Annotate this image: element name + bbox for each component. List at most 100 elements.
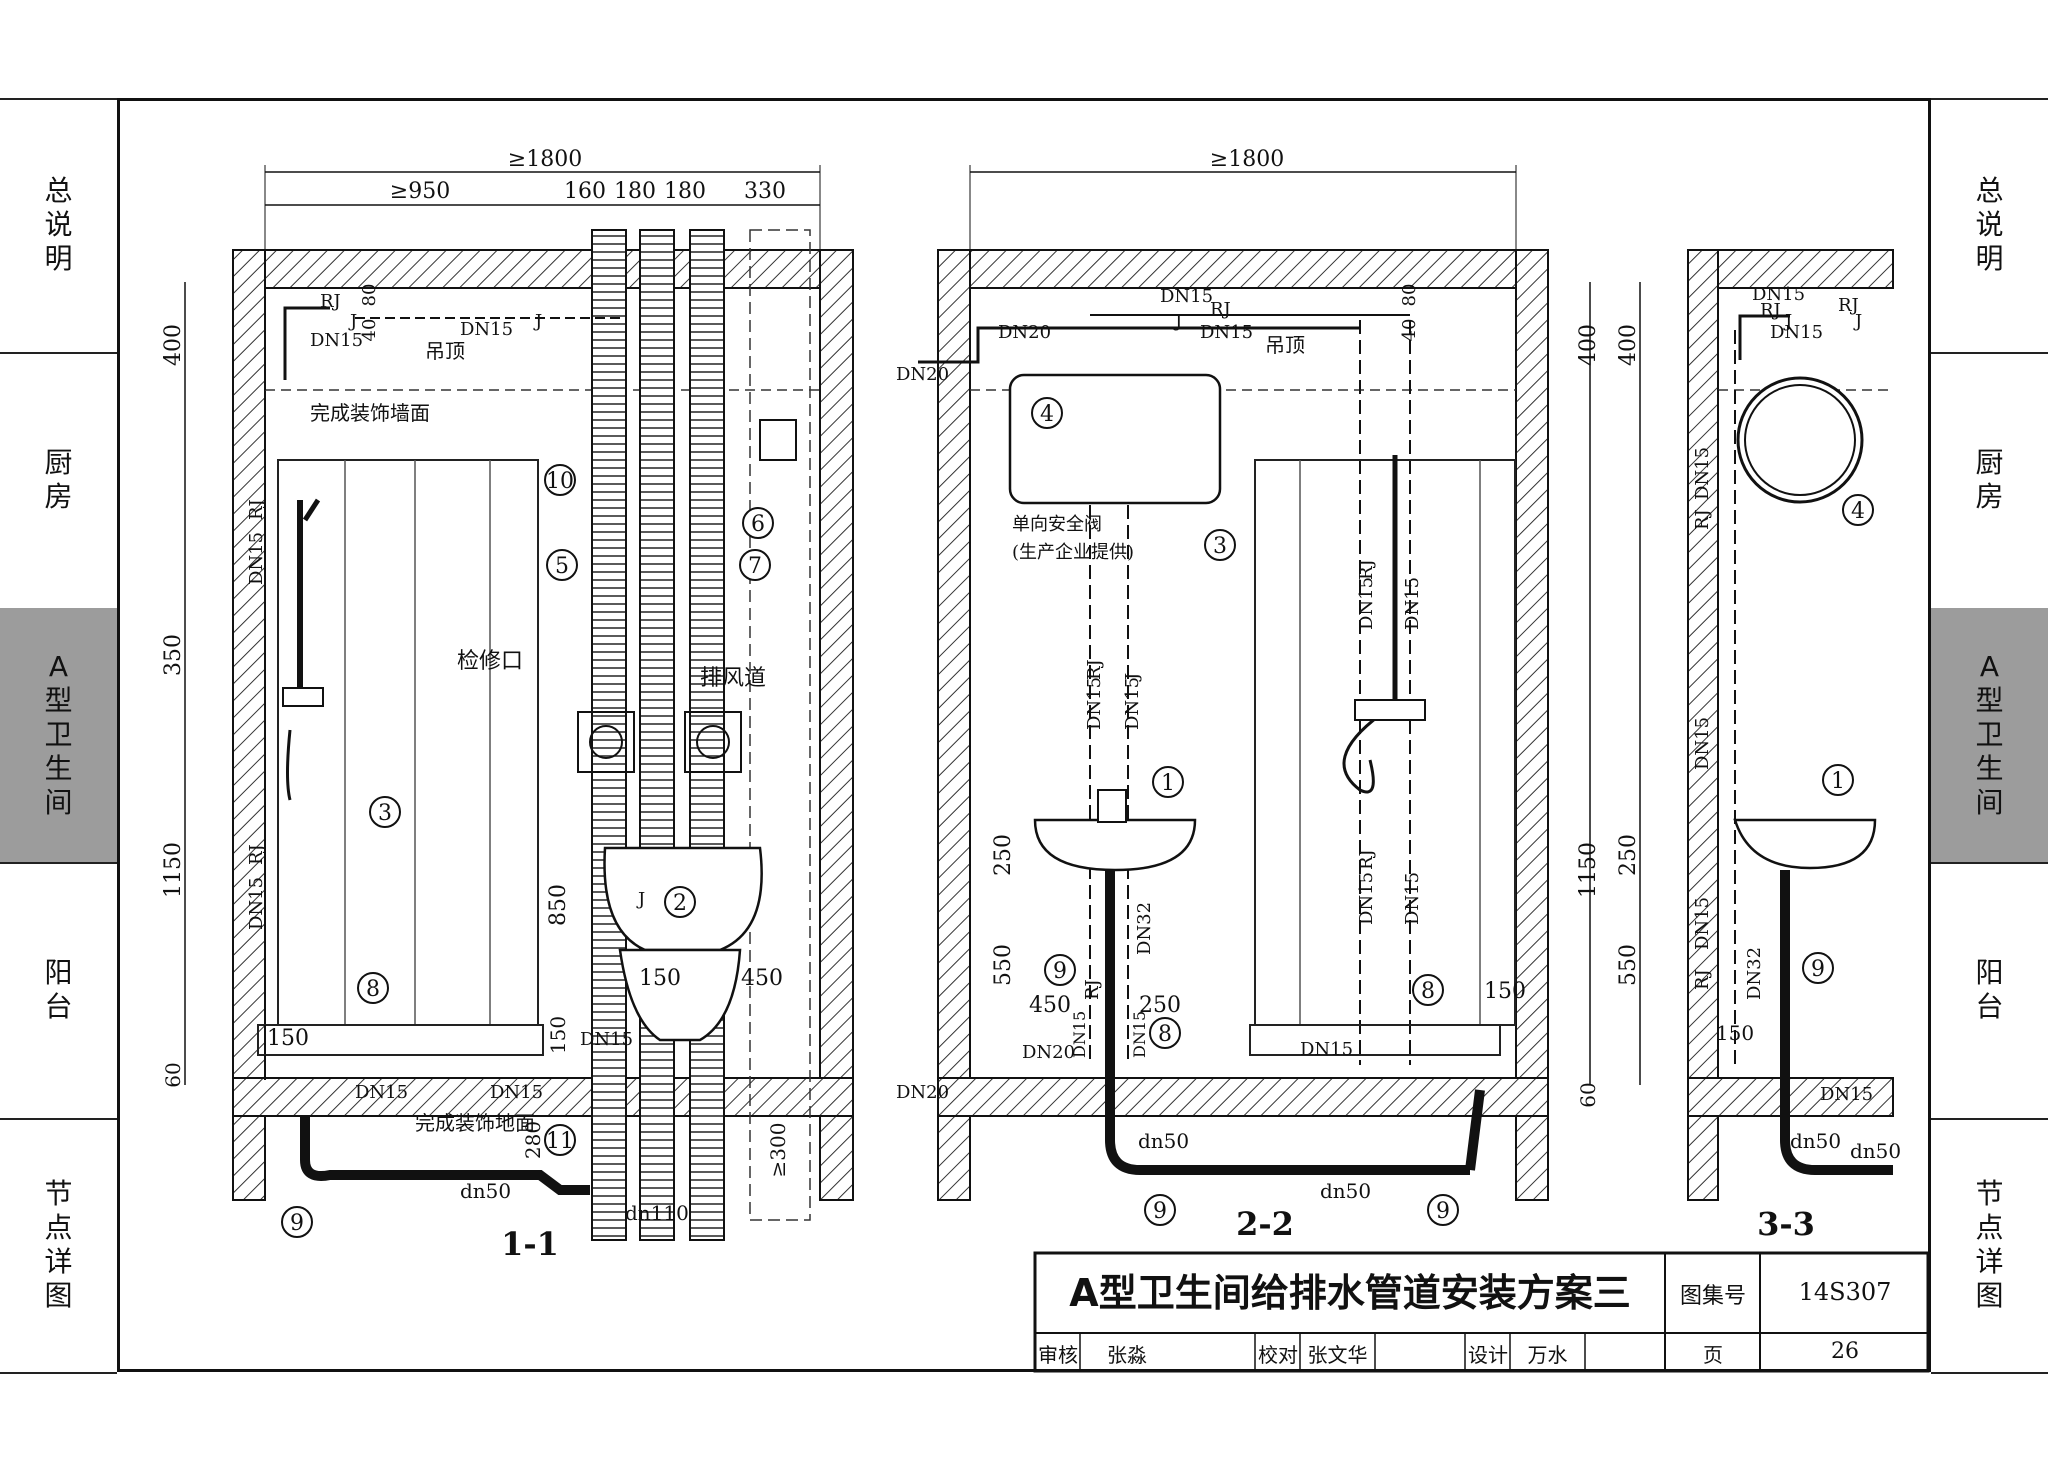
floor-slab-3: [1687, 1077, 1894, 1117]
dimension-label: 80: [359, 284, 380, 307]
tab-char: 节: [1975, 1177, 2004, 1210]
dimension-label: 450: [1029, 993, 1071, 1018]
ceiling-label: 吊顶: [1265, 333, 1305, 357]
pipe-label: DN15: [580, 1029, 633, 1050]
pipe-label: RJ: [1082, 979, 1103, 1000]
ceiling-slab-2: [937, 249, 1549, 289]
tab-char: 卫: [44, 718, 73, 751]
wall-finish-label: 完成装饰墙面: [310, 401, 430, 425]
pipe-label: dn50: [1790, 1129, 1841, 1153]
callout-circle: [369, 796, 401, 828]
dimension-label: 40: [1399, 319, 1420, 342]
dimension-label: 400: [1616, 324, 1641, 366]
floor-finish-label: 完成装饰地面: [415, 1111, 535, 1135]
valve-note-label: (生产企业提供): [1012, 542, 1134, 563]
callout-circle: [1802, 952, 1834, 984]
section-2-2: [918, 165, 1591, 1201]
callout-number: 3: [1213, 534, 1227, 559]
right-tab-1[interactable]: 总说明: [1931, 98, 2048, 352]
pipe-label: DN15: [1160, 286, 1213, 307]
pipe-label: DN15: [1130, 1011, 1149, 1058]
right-tab-2[interactable]: 厨房: [1931, 352, 2048, 608]
pipe-label: DN15: [1692, 447, 1713, 500]
pipe-label: DN20: [1022, 1042, 1075, 1063]
left-wall-3: [1687, 249, 1719, 1201]
callout-circle: [1412, 974, 1444, 1006]
tab-char: 房: [1975, 480, 2004, 513]
pipe-label: DN15: [1692, 717, 1713, 770]
left-tab-4[interactable]: 阳台: [0, 862, 117, 1118]
tab-char: 间: [44, 786, 73, 819]
atlas-number: 14S307: [1798, 1278, 1892, 1306]
dimension-label: 60: [1576, 1082, 1600, 1107]
pipe-label: DN15: [1356, 577, 1377, 630]
pipe-label: DN15: [490, 1082, 543, 1103]
dimension-label: 160: [564, 179, 606, 204]
callout-number: 5: [555, 554, 569, 579]
tab-char: 详: [1975, 1245, 2004, 1278]
pipe-label: DN15: [1692, 897, 1713, 950]
callout-number: 1: [1161, 771, 1175, 796]
shower-enclosure-1: [277, 459, 539, 1026]
design-label: 设计: [1468, 1343, 1508, 1367]
pipe-label: RJ: [1210, 299, 1231, 320]
pipe-label: DN15: [1300, 1039, 1353, 1060]
callout-number: 4: [1851, 499, 1865, 524]
pipe-label: DN15: [1200, 322, 1253, 343]
tab-char: 台: [44, 990, 73, 1023]
pipe-label: RJ: [246, 844, 267, 865]
pipe-label: RJ: [1692, 969, 1713, 990]
dimension-label: 550: [1616, 944, 1641, 986]
callout-circle: [1822, 764, 1854, 796]
dimension-label: 850: [546, 884, 571, 926]
pipe-label: DN32: [1744, 947, 1765, 1000]
section-title: 2-2: [1236, 1205, 1294, 1243]
tab-char: 生: [44, 752, 73, 785]
pipe-label: RJ: [1760, 300, 1781, 321]
pipe-label: DN20: [896, 364, 949, 385]
left-tab-1[interactable]: 总说明: [0, 98, 117, 352]
pipe-label: J: [1122, 673, 1143, 682]
tab-char: A: [1979, 650, 2000, 683]
pipe-label: dn110: [625, 1201, 689, 1225]
dimension-label: 250: [991, 834, 1016, 876]
dimension-label: 180: [614, 179, 656, 204]
pipe-label: RJ: [1838, 295, 1859, 316]
wash-basin-2: [1033, 818, 1197, 872]
dimension-label: 330: [744, 179, 786, 204]
dimension-label: ≥1800: [508, 147, 582, 172]
dimension-label: 250: [1139, 993, 1181, 1018]
callout-circle: [1044, 954, 1076, 986]
left-tab-2[interactable]: 厨房: [0, 352, 117, 608]
pipe-label: J: [533, 311, 542, 332]
right-tab-5[interactable]: 节点详图: [1931, 1118, 2048, 1372]
dimension-label: 150: [639, 966, 681, 991]
ceiling-slab-1: [232, 249, 854, 289]
dimension-label: 350: [161, 634, 186, 676]
pipe-label: J: [1853, 311, 1862, 332]
tab-char: 厨: [1975, 446, 2004, 479]
tab-char: 点: [44, 1211, 73, 1244]
exhaust-label: 排风道: [700, 666, 766, 691]
tab-divider: [0, 1118, 117, 1120]
dimension-label: 150: [546, 1016, 570, 1054]
right-tab-4[interactable]: 阳台: [1931, 862, 2048, 1118]
pipe-label: DN15: [1820, 1084, 1873, 1105]
check-label: 校对: [1258, 1343, 1298, 1367]
pipe-label: J: [1783, 311, 1792, 332]
left-tab-5[interactable]: 节点详图: [0, 1118, 117, 1372]
tab-char: 厨: [44, 446, 73, 479]
pipe-label: DN15: [1402, 872, 1423, 925]
dimension-label: 550: [991, 944, 1016, 986]
section-1-1: [184, 165, 854, 1241]
pipe-label: DN15: [1402, 577, 1423, 630]
pipe-label: DN15: [1770, 322, 1823, 343]
dimension-label: 80: [1399, 284, 1420, 307]
pipe-label: DN15: [355, 1082, 408, 1103]
section-3-3: [1639, 249, 1894, 1201]
callout-number: 9: [1436, 1199, 1450, 1224]
callout-number: 11: [546, 1129, 574, 1154]
callout-circle: [357, 972, 389, 1004]
